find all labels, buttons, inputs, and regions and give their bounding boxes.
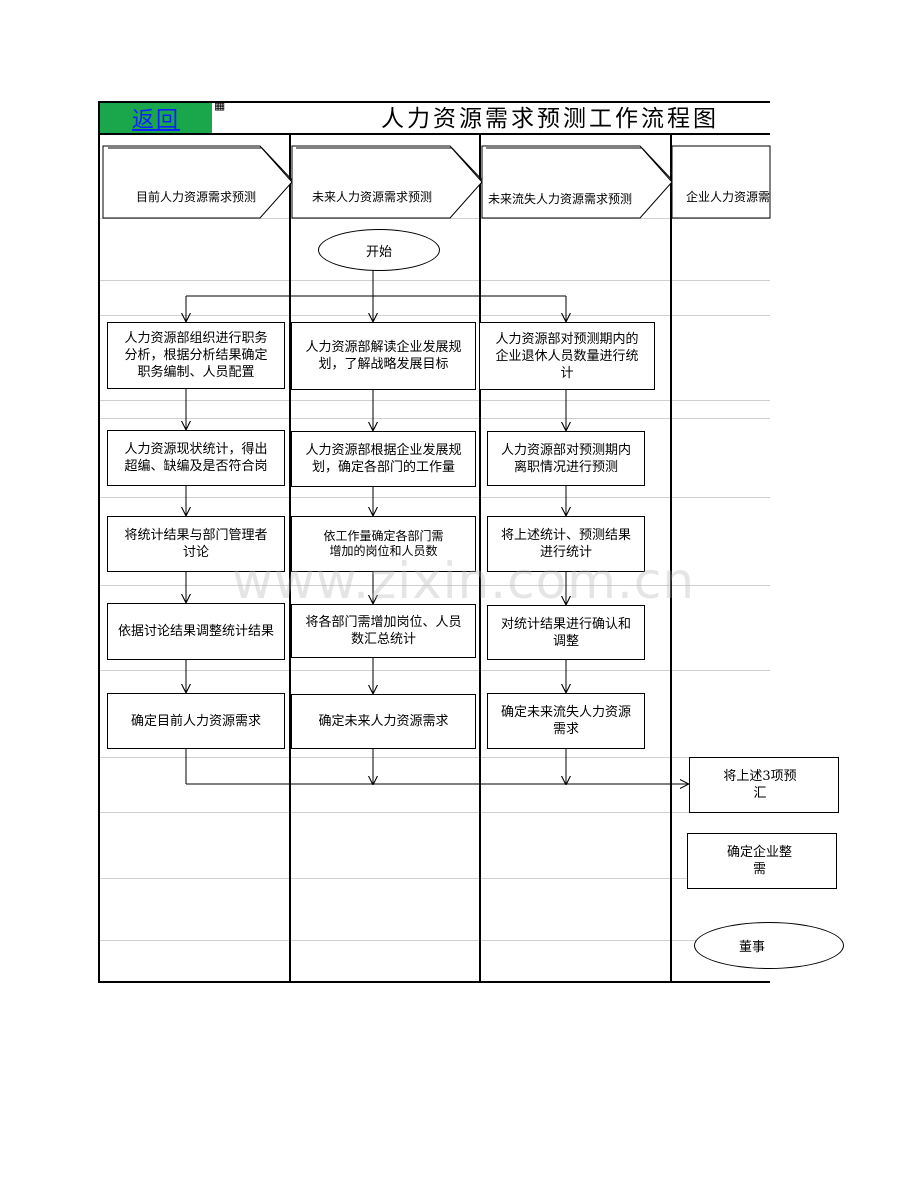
back-cell: 返回 bbox=[100, 103, 212, 133]
process-box: 人力资源部对预测期内的企业退休人员数量进行统计 bbox=[479, 322, 655, 390]
process-box: 将上述统计、预测结果进行统计 bbox=[487, 516, 645, 572]
frame-header-bottom bbox=[98, 133, 770, 135]
lane-header-future: 未来人力资源需求预测 bbox=[311, 190, 432, 204]
grid-line bbox=[100, 940, 770, 941]
grid-line bbox=[100, 812, 770, 813]
frame-left bbox=[98, 101, 100, 983]
page-title: 人力资源需求预测工作流程图 bbox=[381, 106, 719, 132]
grid-line bbox=[100, 418, 770, 419]
process-box: 依据讨论结果调整统计结果 bbox=[107, 603, 285, 660]
grid-line bbox=[100, 280, 770, 281]
process-box: 人力资源部组织进行职务分析，根据分析结果确定职务编制、人员配置 bbox=[107, 322, 285, 389]
clip-region: 董事 bbox=[694, 922, 844, 970]
process-box: 对统计结果进行确认和调整 bbox=[487, 605, 645, 660]
lane-divider bbox=[289, 133, 291, 983]
end-node: 董事 bbox=[694, 922, 844, 969]
process-box: 确定未来人力资源需求 bbox=[291, 694, 476, 749]
start-node: 开始 bbox=[318, 229, 440, 271]
grid-line bbox=[100, 315, 770, 316]
corner-mark: ▦ bbox=[214, 98, 226, 112]
lane-header-shape bbox=[671, 145, 771, 219]
lane-divider bbox=[479, 133, 481, 983]
lane-header-shape bbox=[102, 145, 293, 219]
frame-bottom bbox=[98, 981, 770, 983]
clip-region: 确定企业整需 bbox=[687, 833, 837, 889]
lane-header-shape bbox=[291, 145, 483, 219]
clip-region: 将上述3项预汇 bbox=[689, 757, 839, 813]
lane-header-enterprise: 企业人力资源需 bbox=[685, 190, 770, 204]
lane-divider bbox=[670, 133, 672, 983]
grid-line bbox=[100, 878, 770, 879]
process-box: 将统计结果与部门管理者讨论 bbox=[107, 516, 285, 572]
process-box: 将各部门需增加岗位、人员数汇总统计 bbox=[291, 604, 476, 658]
lane-header-current: 目前人力资源需求预测 bbox=[135, 190, 256, 204]
process-box: 人力资源部根据企业发展规划，确定各部门的工作量 bbox=[291, 431, 476, 487]
process-box: 确定企业整需 bbox=[687, 833, 837, 889]
process-box: 将上述3项预汇 bbox=[689, 757, 839, 813]
process-box: 确定目前人力资源需求 bbox=[107, 693, 285, 749]
process-box: 人力资源部解读企业发展规划，了解战略发展目标 bbox=[291, 322, 476, 390]
grid-line bbox=[100, 585, 770, 586]
process-box: 依工作量确定各部门需增加的岗位和人员数 bbox=[291, 516, 476, 572]
grid-line bbox=[100, 670, 770, 671]
lane-header-attrition: 未来流失人力资源需求预测 bbox=[487, 192, 632, 206]
process-box: 确定未来流失人力资源需求 bbox=[487, 693, 645, 749]
grid-line bbox=[100, 497, 770, 498]
frame-top bbox=[98, 101, 770, 103]
back-link[interactable]: 返回 bbox=[131, 108, 180, 133]
grid-line bbox=[100, 757, 770, 758]
process-box: 人力资源部对预测期内离职情况进行预测 bbox=[487, 431, 645, 486]
process-box: 人力资源现状统计，得出超编、缺编及是否符合岗 bbox=[107, 430, 285, 486]
grid-line bbox=[100, 400, 770, 401]
lane-header-shape bbox=[481, 145, 673, 219]
